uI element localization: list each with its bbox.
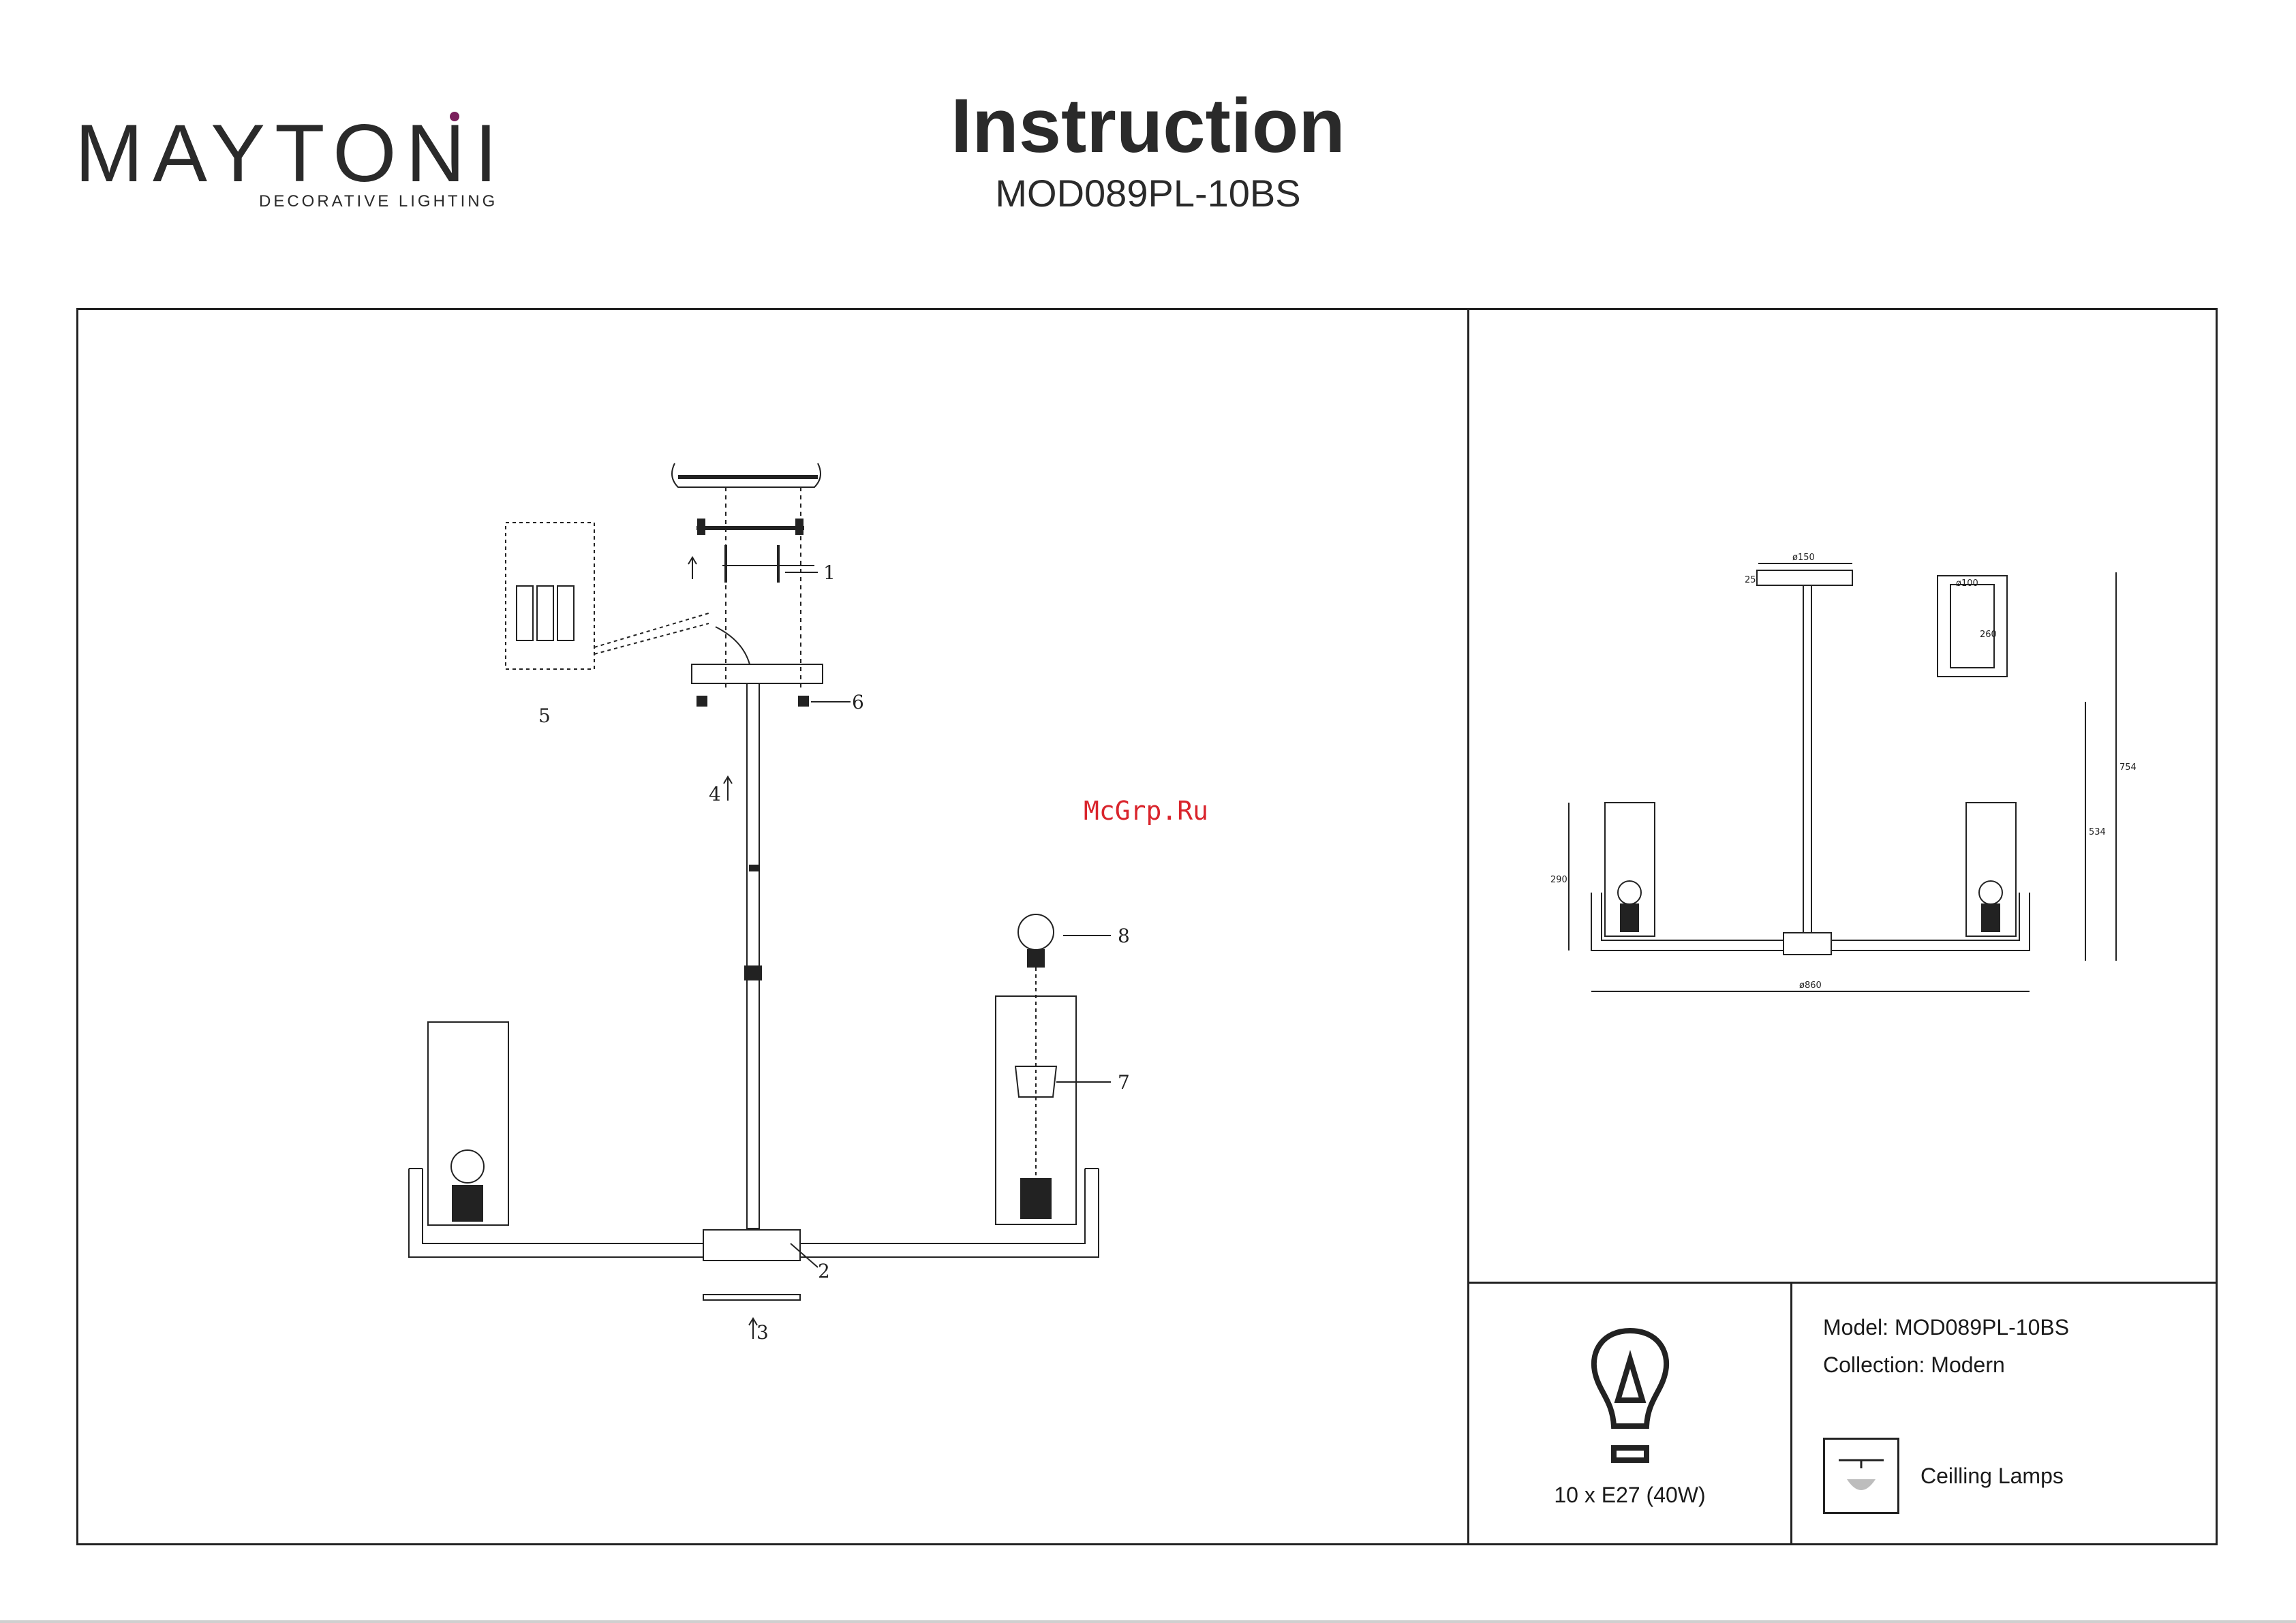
dim-hub xyxy=(1784,933,1831,955)
dim-arm-height: 290 xyxy=(1550,875,1567,885)
dim-shade-height: 260 xyxy=(1980,630,1997,640)
ceiling-lamp-icon xyxy=(1823,1438,1899,1514)
bulb-spec: 10 x E27 (40W) xyxy=(1469,1483,1790,1508)
dim-canopy xyxy=(1757,570,1852,585)
dim-socket-left xyxy=(1621,904,1638,931)
type-label: Ceilling Lamps xyxy=(1920,1464,2064,1489)
collection-line: Collection: Modern xyxy=(1823,1352,2005,1378)
dim-shade-detail-inner xyxy=(1950,585,1994,668)
dim-shade-diameter: ø100 xyxy=(1956,578,1978,589)
dim-total-diameter: ø860 xyxy=(1799,980,1822,991)
model-line: Model: MOD089PL-10BS xyxy=(1823,1315,2069,1340)
dim-min-height: 534 xyxy=(2089,827,2106,837)
dim-bulb-right xyxy=(1979,881,2002,904)
bulb-icon xyxy=(1582,1325,1678,1468)
dim-socket-right xyxy=(1982,904,2000,931)
footer-rule xyxy=(0,1620,2296,1623)
dim-canopy-height: 25 xyxy=(1745,575,1756,585)
dim-shade-detail xyxy=(1938,576,2007,677)
dim-bulb-left xyxy=(1618,881,1641,904)
dim-total-height: 754 xyxy=(2119,762,2137,773)
dim-canopy-diameter: ø150 xyxy=(1792,553,1815,563)
dim-rod xyxy=(1803,585,1811,933)
